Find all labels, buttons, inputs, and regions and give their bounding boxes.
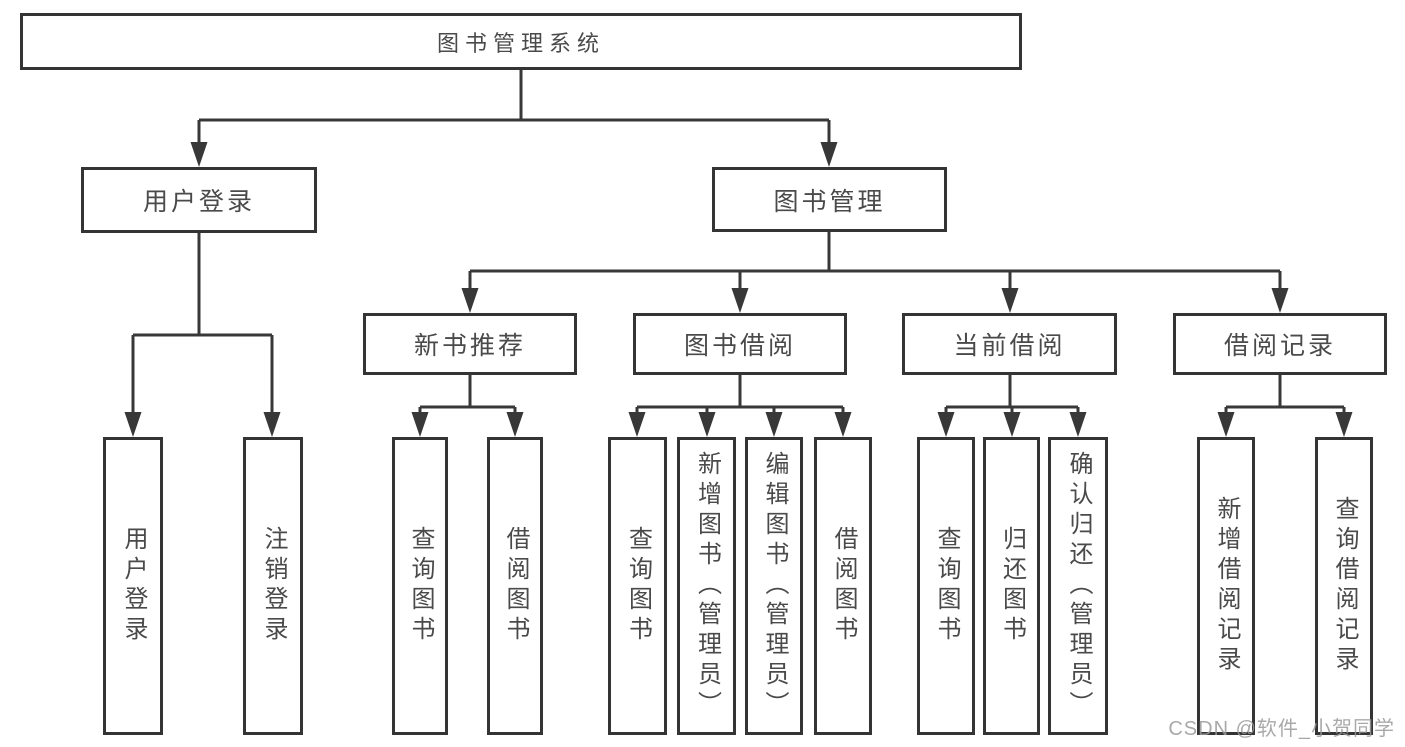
leaf-query-borrow-record: 查询借阅记录	[1315, 437, 1373, 735]
node-book-management: 图书管理	[712, 167, 947, 232]
leaf-label: 新增图书（管理员）	[693, 451, 721, 721]
node-label: 图书管理	[773, 187, 886, 216]
connector-current-borrow-to-leaves	[937, 375, 1087, 437]
leaf-label: 查询图书	[407, 526, 434, 646]
connector-book-borrow-to-leaves	[628, 375, 852, 437]
leaf-borrow-books: 借阅图书	[814, 437, 872, 735]
leaf-label: 注销登录	[260, 526, 287, 646]
leaf-edit-book-admin: 编辑图书（管理员）	[745, 437, 803, 735]
node-label: 当前借阅	[953, 332, 1066, 360]
node-label: 借阅记录	[1223, 332, 1336, 360]
connector-book-management-to-level3	[461, 232, 1289, 313]
leaf-label: 借阅图书	[502, 526, 529, 646]
node-user-login-group: 用户登录	[81, 167, 317, 233]
node-label: 新书推荐	[413, 332, 526, 360]
leaf-label: 归还图书	[998, 526, 1026, 646]
leaf-label: 查询图书	[624, 526, 652, 646]
leaf-label: 编辑图书（管理员）	[761, 451, 788, 721]
node-borrow-records: 借阅记录	[1173, 313, 1387, 375]
connector-borrow-records-to-leaves	[1217, 375, 1353, 437]
node-root: 图书管理系统	[20, 13, 1022, 70]
node-new-book-recommend: 新书推荐	[363, 313, 577, 375]
leaf-query-books-recommend: 查询图书	[392, 437, 448, 735]
connector-root-to-level2	[190, 70, 838, 167]
connector-user-login-to-leaves	[124, 233, 281, 437]
leaf-query-books-borrow: 查询图书	[608, 437, 667, 735]
leaf-add-borrow-record: 新增借阅记录	[1197, 437, 1255, 735]
node-root-label: 图书管理系统	[436, 30, 605, 56]
leaf-user-login: 用户登录	[103, 437, 163, 735]
leaf-label: 查询借阅记录	[1331, 496, 1358, 676]
leaf-label: 用户登录	[120, 526, 147, 646]
leaf-label: 新增借阅记录	[1213, 496, 1240, 676]
leaf-label: 查询图书	[933, 526, 960, 646]
node-current-borrow: 当前借阅	[902, 313, 1117, 375]
leaf-confirm-return-admin: 确认归还（管理员）	[1048, 437, 1108, 735]
leaf-query-books-current: 查询图书	[917, 437, 975, 735]
leaf-logout: 注销登录	[243, 437, 303, 735]
node-book-borrow: 图书借阅	[633, 313, 847, 375]
leaf-label: 确认归还（管理员）	[1065, 451, 1092, 721]
leaf-return-book: 归还图书	[983, 437, 1040, 735]
node-label: 图书借阅	[683, 332, 796, 360]
leaf-add-book-admin: 新增图书（管理员）	[677, 437, 736, 735]
connector-new-book-recommend-to-leaves	[411, 375, 524, 437]
leaf-borrow-books-recommend: 借阅图书	[487, 437, 543, 735]
node-label: 用户登录	[142, 188, 255, 216]
leaf-label: 借阅图书	[830, 526, 857, 646]
